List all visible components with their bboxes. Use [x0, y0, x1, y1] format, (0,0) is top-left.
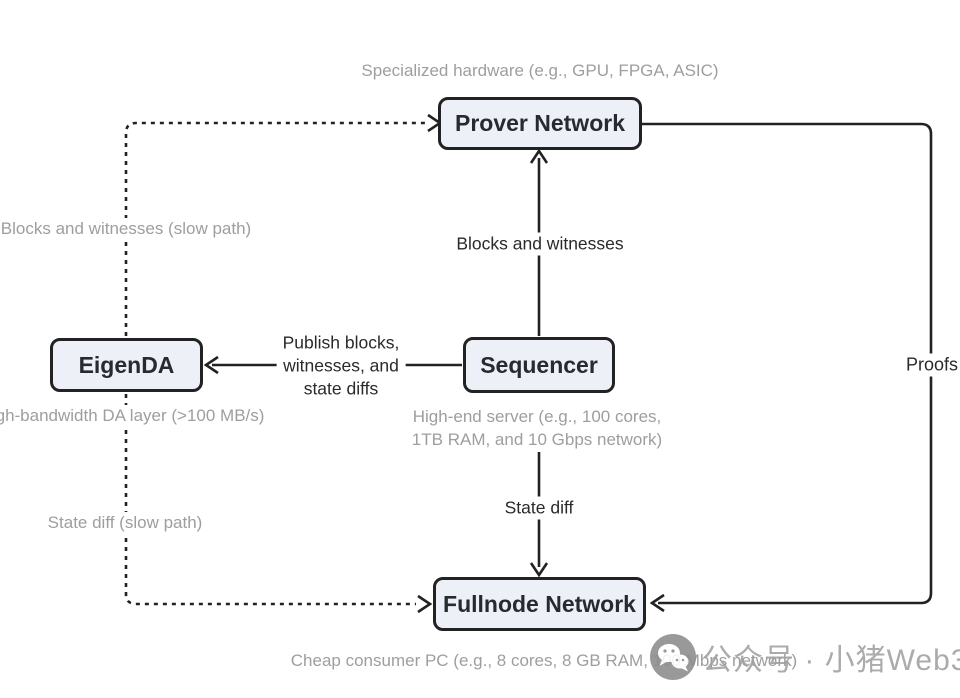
node-fullnode-network-label: Fullnode Network [443, 590, 636, 617]
watermark-text: 公众号 · 小猪Web3 [702, 644, 960, 677]
node-eigenda: EigenDA [50, 338, 203, 392]
edge-sequencer-to-prover-arrowhead [529, 148, 549, 164]
node-fullnode-network: Fullnode Network [433, 577, 646, 631]
node-eigenda-label: EigenDA [78, 351, 175, 378]
edge-eigenda-to-fullnode-arrowhead [417, 594, 433, 614]
note-prover-hardware: Specialized hardware (e.g., GPU, FPGA, A… [356, 60, 724, 82]
watermark: 公众号 · 小猪Web3 [650, 634, 960, 680]
edge-label-proofs: Proofs [899, 353, 960, 377]
edge-label-state-diff-slow-path: State diff (slow path) [42, 512, 208, 534]
note-eigenda-bandwidth: High-bandwidth DA layer (>100 MB/s) [0, 405, 270, 427]
edge-prover-to-fullnode-line [642, 122, 933, 605]
edge-label-blocks-witnesses-slow-path: Blocks and witnesses (slow path) [0, 218, 257, 240]
note-sequencer-hardware: High-end server (e.g., 100 cores, 1TB RA… [406, 404, 668, 452]
edge-sequencer-to-eigenda-arrowhead [203, 355, 219, 375]
edge-label-blocks-and-witnesses: Blocks and witnesses [450, 232, 630, 256]
node-sequencer: Sequencer [463, 337, 615, 393]
edge-label-state-diff: State diff [498, 496, 580, 520]
edge-prover-to-fullnode-arrowhead [649, 593, 665, 613]
node-sequencer-label: Sequencer [480, 351, 598, 378]
wechat-icon [650, 634, 696, 680]
node-prover-network: Prover Network [438, 97, 642, 150]
edge-eigenda-to-prover-line [124, 121, 426, 336]
edge-label-publish-blocks: Publish blocks, witnesses, and state dif… [276, 330, 406, 402]
edge-sequencer-to-fullnode-arrowhead [529, 562, 549, 578]
edge-eigenda-to-fullnode-line [124, 394, 416, 606]
node-prover-network-label: Prover Network [454, 110, 625, 136]
